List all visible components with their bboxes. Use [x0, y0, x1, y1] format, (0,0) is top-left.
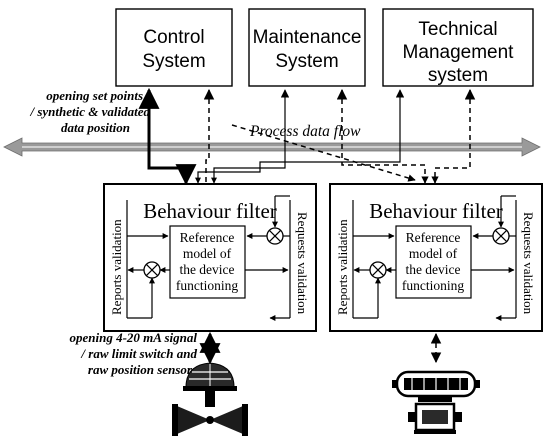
valve-actuator-icon [172, 362, 248, 436]
filter-left-reports-label: Reports validation [109, 219, 124, 315]
technical-management-line1: Technical [418, 19, 497, 40]
filter-left-model-line1: Reference [180, 230, 235, 245]
annotation-bottom-line1: opening 4-20 mA signal [70, 330, 198, 345]
maintenance-system-line2: System [275, 51, 338, 72]
maintenance-system-line1: Maintenance [253, 27, 362, 48]
filter-left-model-line2: model of [183, 246, 232, 261]
filter-left-reports-comparator-icon [143, 261, 161, 279]
annotation-bottom-line2: / raw limit switch and [80, 346, 197, 361]
filter-left-model-line3: the device [179, 262, 234, 277]
filter-left-requests-label: Requests validation [295, 212, 310, 315]
filter-right-requests-comparator-icon [492, 227, 510, 245]
control-system-box: Control System [115, 8, 233, 87]
behaviour-filter-right: Behaviour filter Reference model of the … [329, 183, 543, 332]
filter-right-model-line2: model of [409, 246, 458, 261]
technical-management-line3: system [428, 65, 488, 86]
filter-right-title: Behaviour filter [369, 199, 503, 223]
annotation-bottom-line3: raw position sensors [88, 362, 197, 377]
filter-right-model-line3: the device [405, 262, 460, 277]
process-data-flow-arrow [3, 137, 541, 157]
filter-left-model-line4: functioning [176, 278, 238, 293]
process-data-flow-label: Process data flow [249, 123, 361, 140]
annotation-top-line3: data position [61, 120, 130, 135]
annotation-top-line1: opening set points [46, 88, 143, 103]
filter-right-model-line4: functioning [402, 278, 464, 293]
control-system-line1: Control [143, 27, 204, 48]
control-system-line2: System [142, 51, 205, 72]
filter-right-reports-label: Reports validation [335, 219, 350, 315]
technical-management-line2: Management [403, 42, 515, 63]
filter-right-reports-comparator-icon [369, 261, 387, 279]
connection-lines [138, 87, 476, 186]
technical-management-box: Technical Management system [382, 8, 534, 87]
annotation-top-line2: / synthetic & validated [29, 104, 150, 119]
filter-left-requests-comparator-icon [266, 227, 284, 245]
filter-right-model-line1: Reference [406, 230, 461, 245]
electric-actuator-icon [392, 370, 480, 434]
maintenance-system-box: Maintenance System [248, 8, 366, 87]
filter-left-title: Behaviour filter [143, 199, 277, 223]
filter-right-requests-label: Requests validation [521, 212, 536, 315]
behaviour-filter-left: Behaviour filter Reference model of the … [103, 183, 317, 332]
